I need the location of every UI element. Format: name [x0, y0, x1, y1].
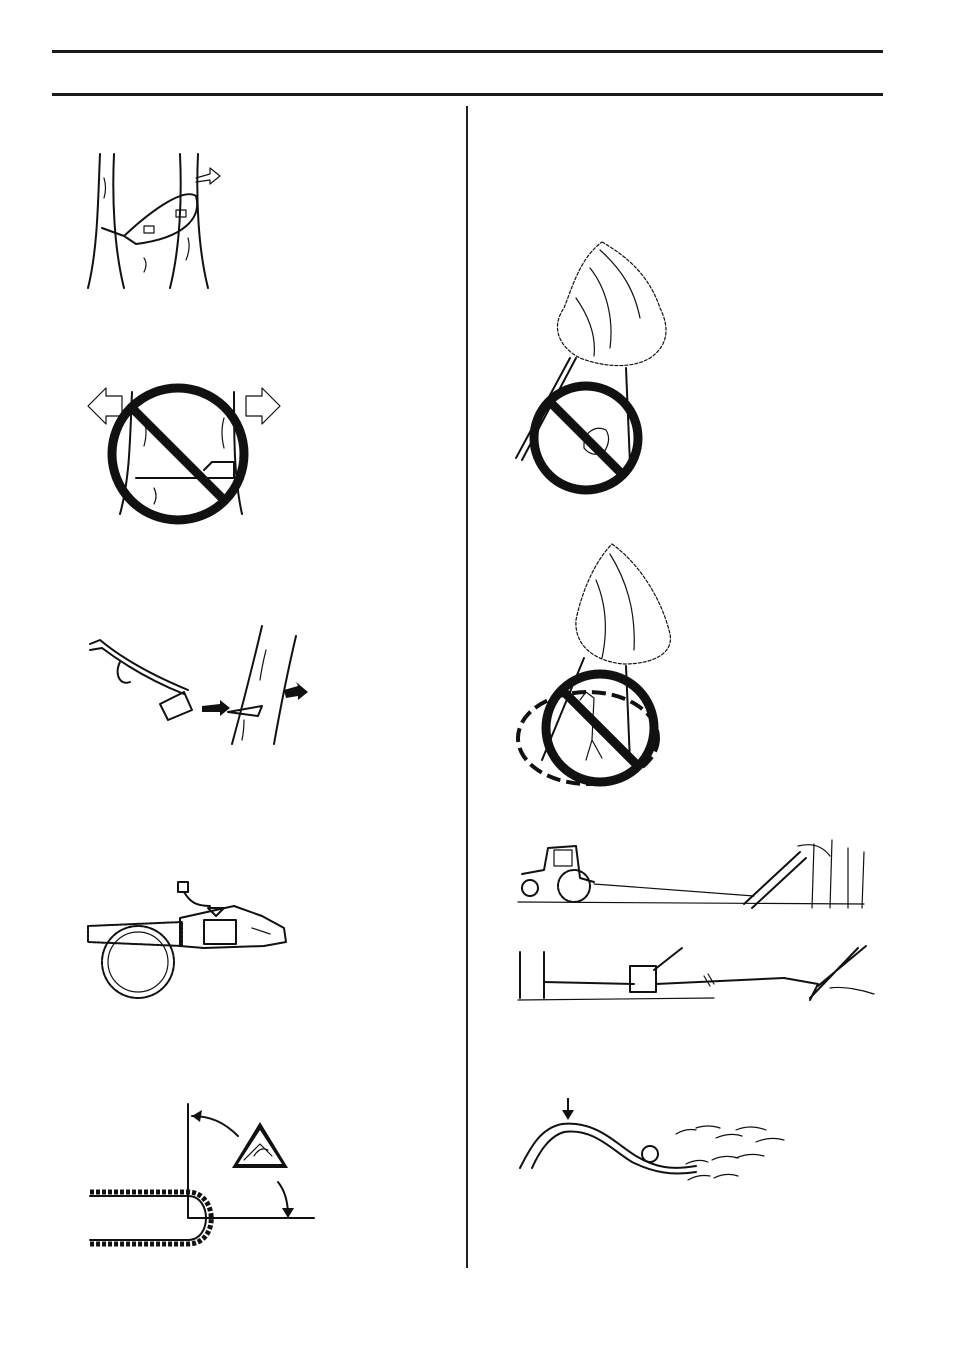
strap-and-wedge-illustration: [84, 148, 224, 294]
tractor-winching-illustration: [514, 834, 874, 914]
prohibited-hung-tree-illustration: [510, 238, 680, 498]
header-bottom-rule: [52, 93, 883, 96]
hand-winch-illustration: [514, 938, 878, 1012]
header-top-rule: [52, 50, 883, 53]
felling-tools-illustration: [84, 620, 314, 752]
kickback-warning-illustration: [88, 1100, 318, 1250]
trunk-tension-illustration: [516, 1094, 816, 1204]
prohibited-cutting-illustration: [84, 378, 284, 534]
chainsaw-illustration: [84, 876, 290, 1002]
column-divider: [466, 106, 468, 1268]
prohibited-danger-zone-illustration: [512, 540, 662, 790]
